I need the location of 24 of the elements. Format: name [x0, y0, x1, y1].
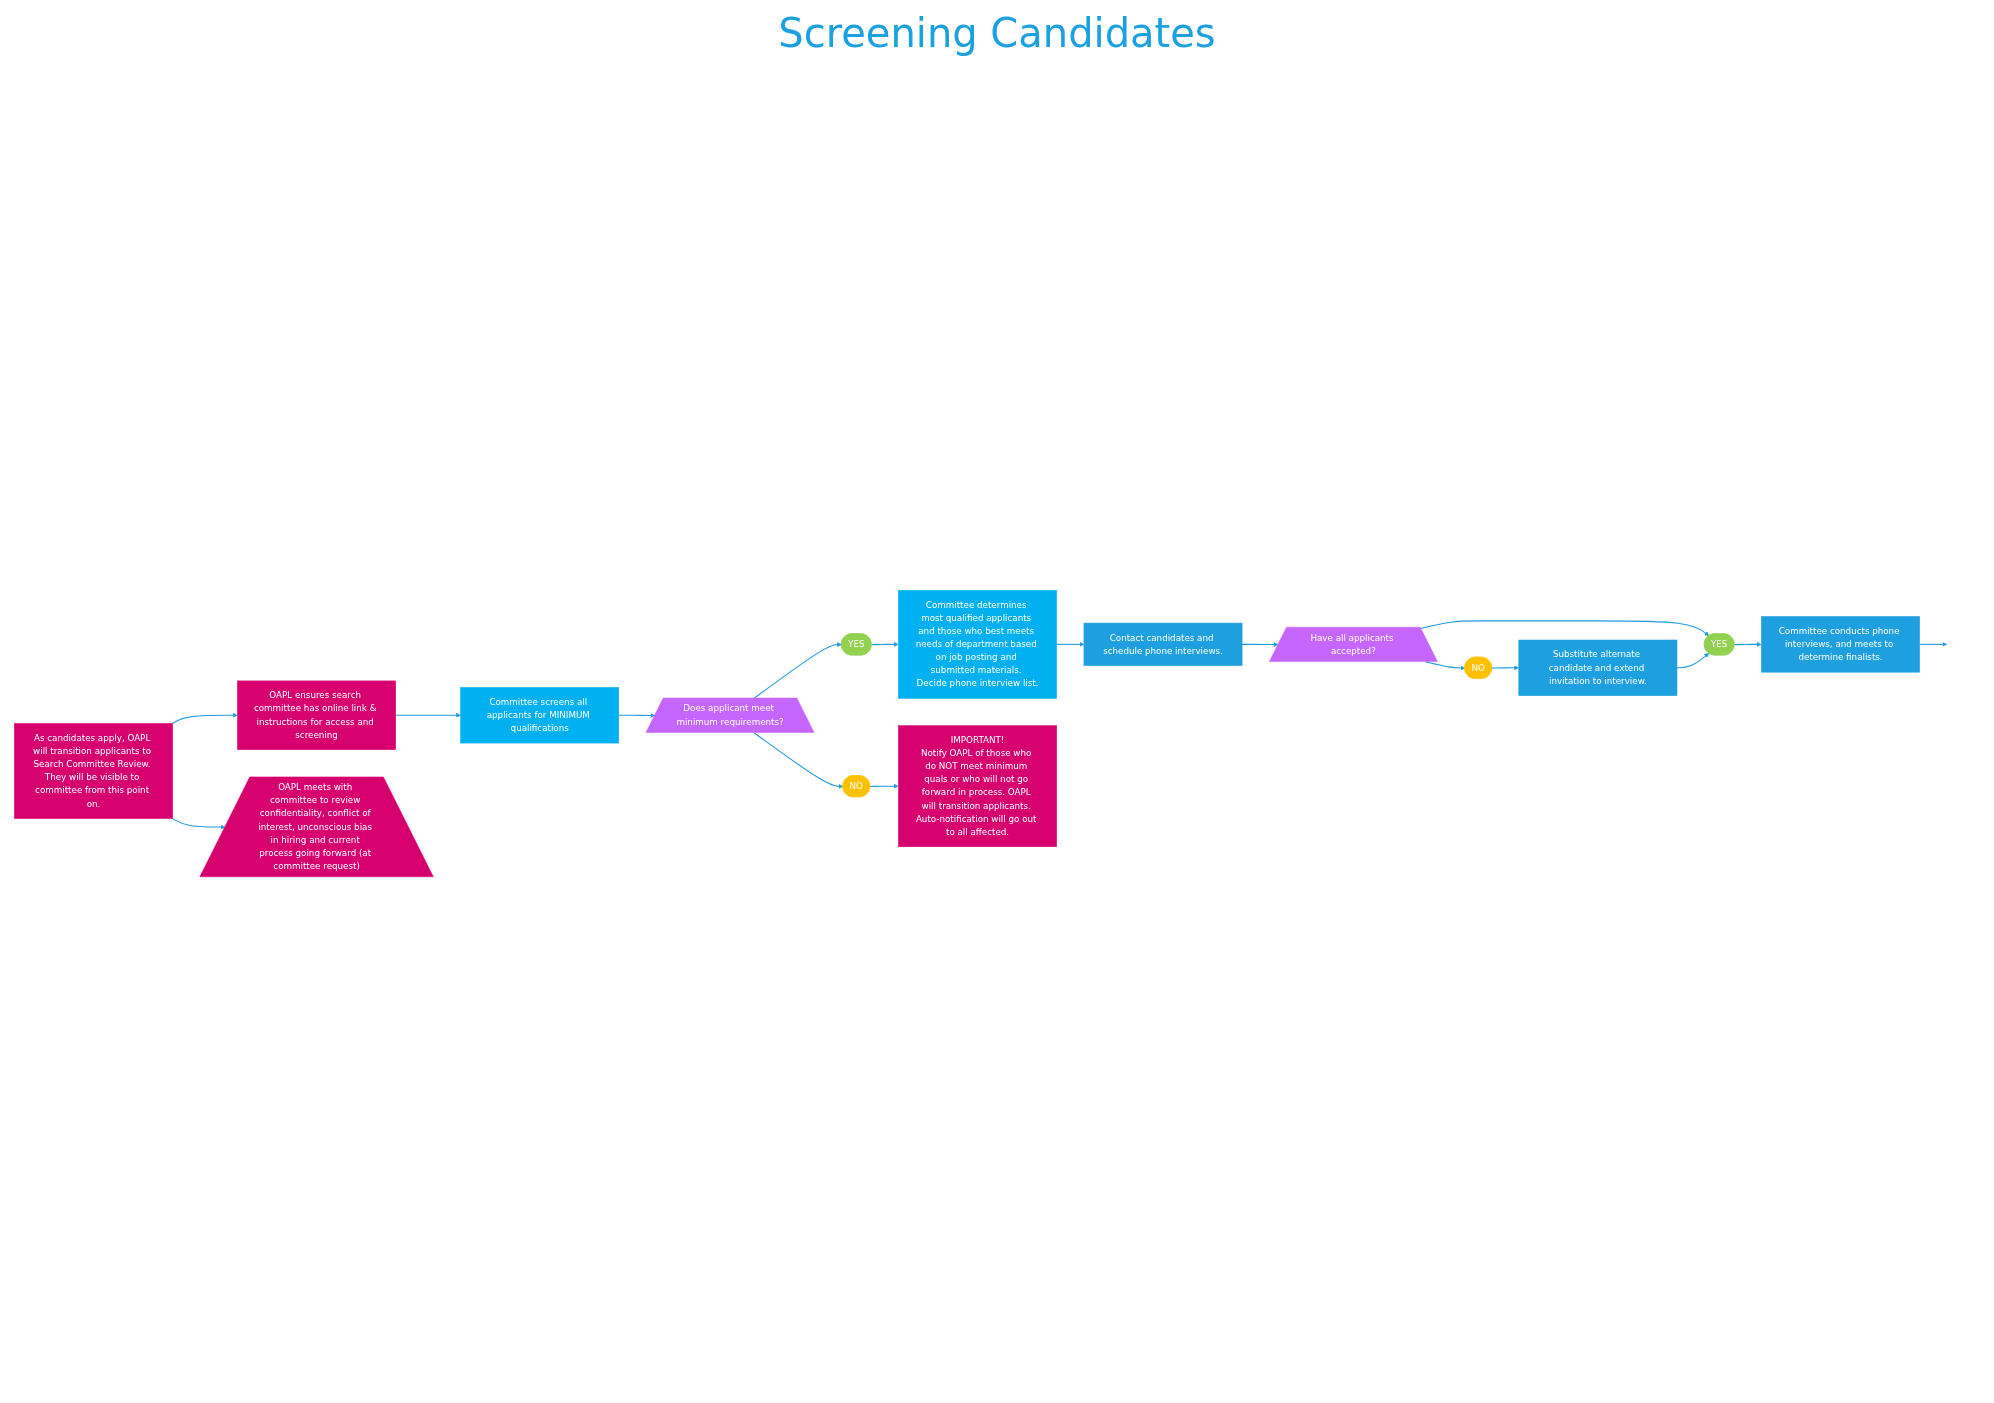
node-box: Committee conducts phone interviews, and meets to determine finalists.	[1761, 616, 1920, 673]
arrow	[395, 713, 461, 719]
arrow	[1919, 642, 1948, 648]
arrow	[618, 713, 656, 719]
arrow	[1420, 620, 1710, 637]
node-box: OAPL ensures search committee has online link & instructions for access and screening	[237, 681, 396, 751]
node-box: Contact candidates and schedule phone interviews.	[1083, 623, 1243, 667]
node-box: IMPORTANT! Notify OAPL of those who do NOT meet minimum quals or who will not go forward in process. OAPL will transition applicants. Auto-notification will go out to all affected.	[898, 725, 1057, 848]
node-box: Committee determines most qualified applicants and those who best meets needs of department based on job posting and submitted materials. Decide phone interview list.	[898, 590, 1057, 700]
node-box: As candidates apply, OAPL will transition applicants to Search Committee Review. They will be visible to committee from this point on.	[14, 723, 173, 820]
arrow	[753, 642, 842, 700]
diagram-title: Screening Candidates	[777, 9, 1217, 58]
arrow	[1241, 642, 1279, 648]
arrow	[171, 713, 238, 725]
arrow	[171, 818, 226, 830]
arrow	[869, 784, 899, 790]
arrow	[753, 732, 844, 790]
node-box: Substitute alternate candidate and extend invitation to interview.	[1518, 640, 1678, 697]
arrow	[1676, 653, 1710, 669]
arrow	[1733, 642, 1762, 648]
arrow	[1491, 665, 1520, 671]
arrow	[1056, 642, 1085, 648]
arrow	[870, 642, 899, 648]
node-box: Committee screens all applicants for MINIMUM qualifications	[460, 687, 620, 744]
